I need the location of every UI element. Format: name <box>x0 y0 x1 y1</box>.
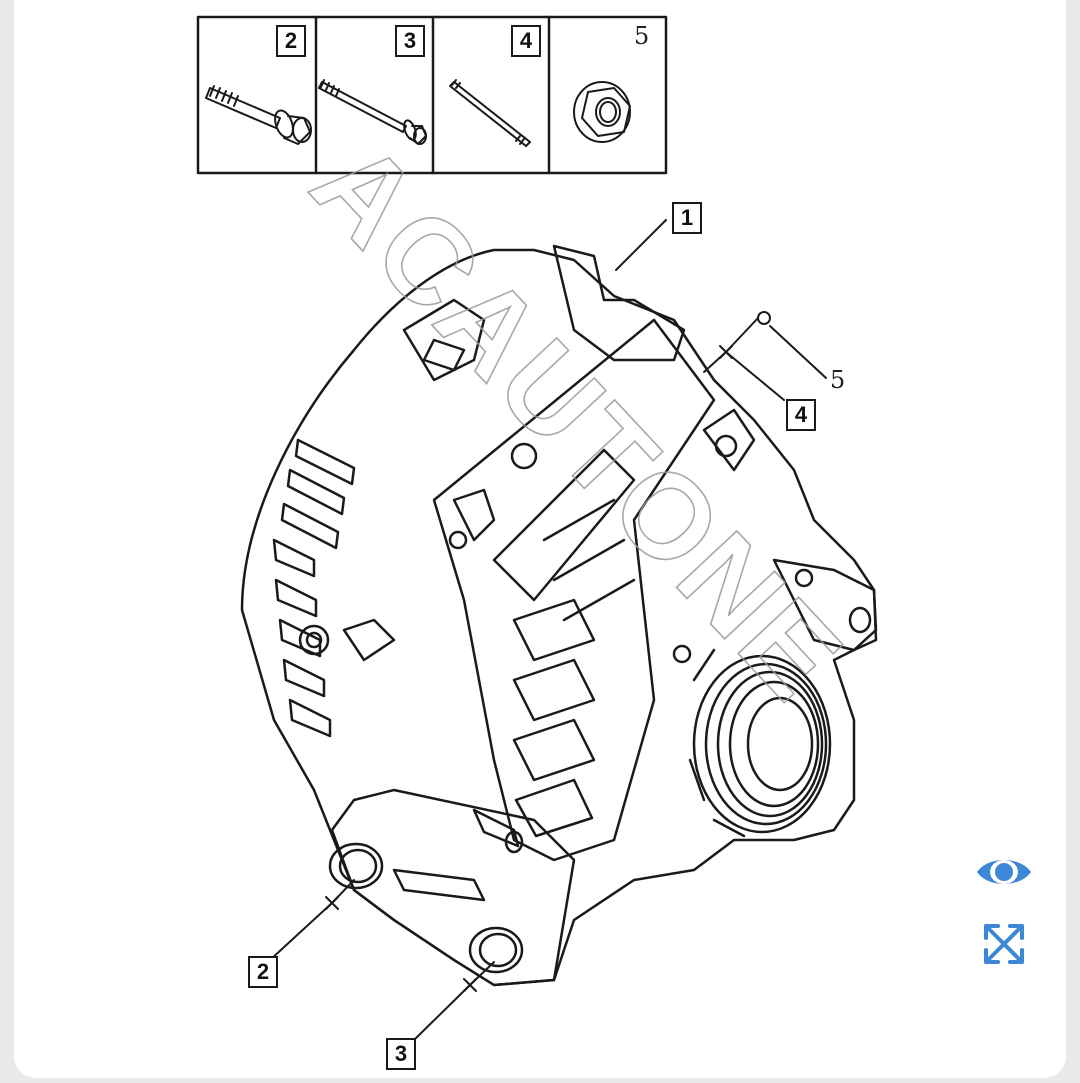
callout-1: 1 <box>672 202 702 234</box>
stud-icon <box>449 79 531 147</box>
leader-lines <box>269 219 827 1041</box>
watermark-text: ACAUTONE <box>287 116 869 727</box>
alternator-exploded-diagram: ACAUTONE <box>196 15 878 1041</box>
legend-label-5: 5 <box>634 22 650 50</box>
legend-label-3: 3 <box>395 25 425 57</box>
fullscreen-button[interactable] <box>972 916 1036 972</box>
long-thin-bolt-icon <box>318 79 427 145</box>
legend-label-2: 2 <box>276 25 306 57</box>
eye-icon <box>977 860 1031 884</box>
long-flange-bolt-icon <box>205 85 312 145</box>
watermark: ACAUTONE <box>286 116 870 728</box>
callout-4: 4 <box>786 399 816 431</box>
callout-2: 2 <box>248 956 278 988</box>
callout-5: 5 <box>830 366 846 394</box>
alternator-body <box>240 244 878 987</box>
legend-label-4: 4 <box>511 25 541 57</box>
flange-nut-icon <box>573 81 631 143</box>
view-button[interactable] <box>972 844 1036 900</box>
cross-markers <box>325 345 733 992</box>
callout-3: 3 <box>386 1038 416 1070</box>
legend-box <box>196 15 668 175</box>
diagram-card: ACAUTONE 2 3 4 5 1 4 5 2 3 <box>14 0 1066 1078</box>
expand-icon <box>984 924 1024 964</box>
